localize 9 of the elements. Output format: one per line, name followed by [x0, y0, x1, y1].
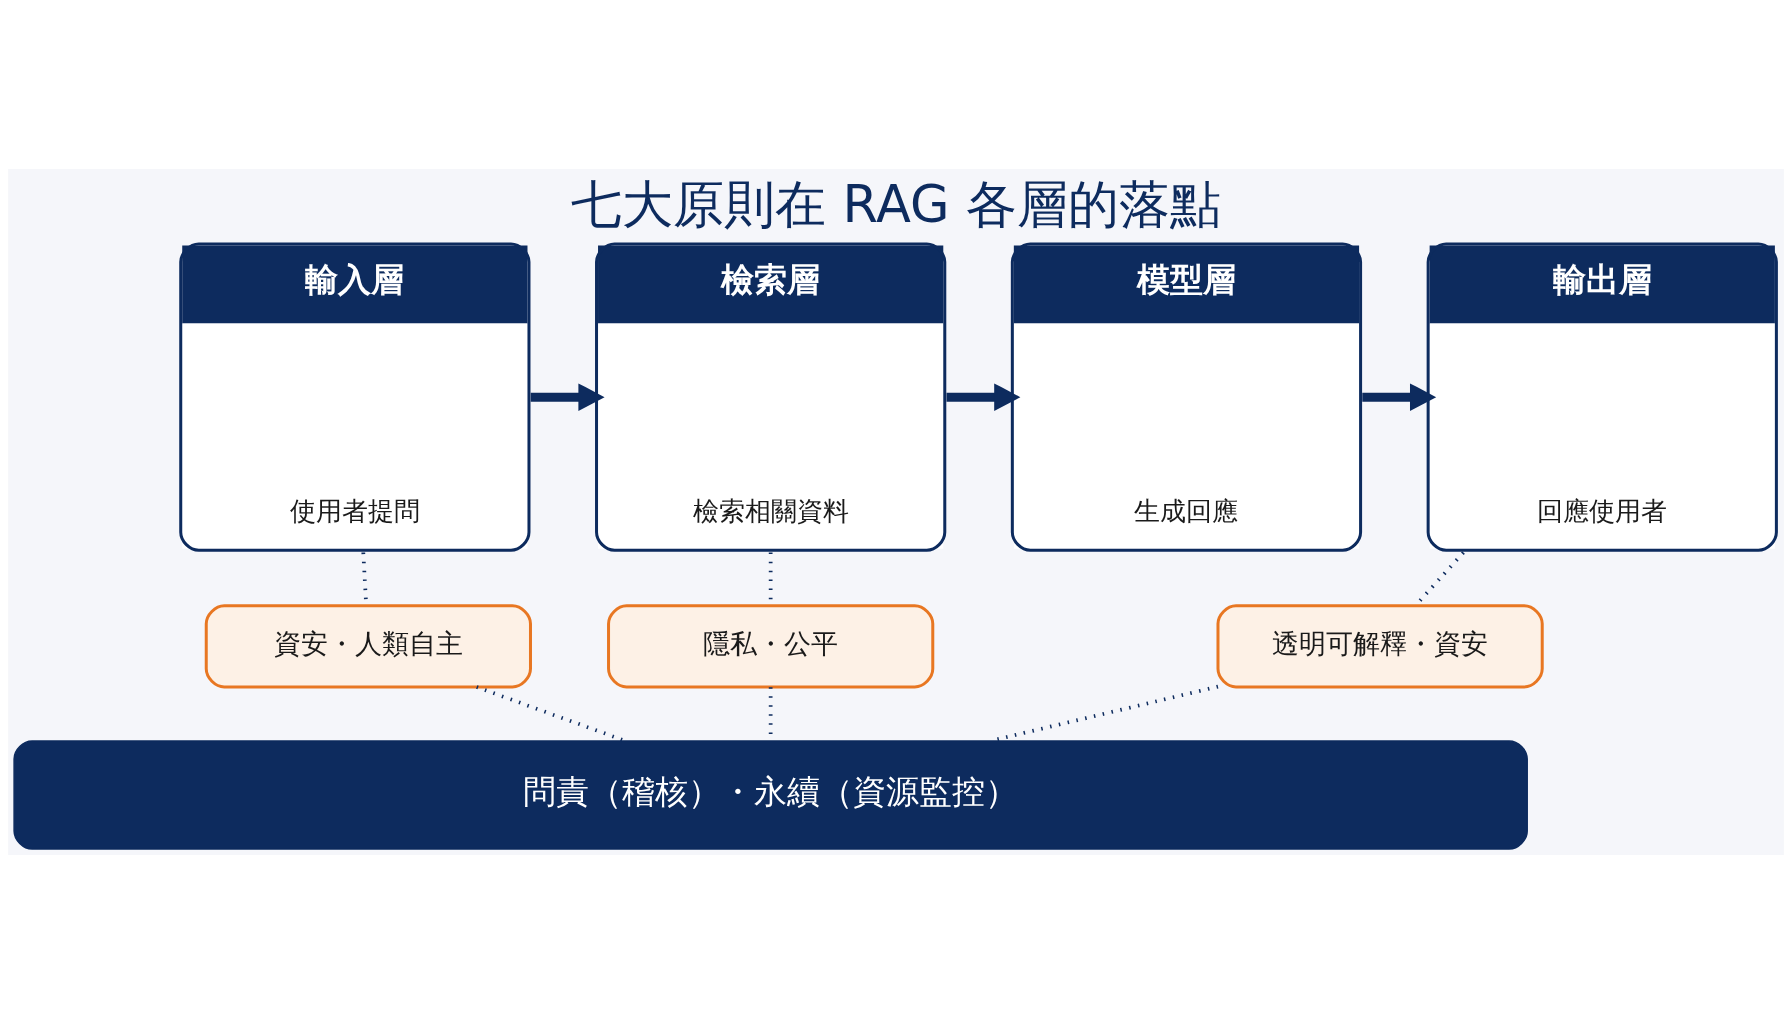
arrow	[946, 383, 1021, 411]
connector	[476, 685, 626, 743]
node-box: 隱私・公平	[607, 604, 935, 689]
node-box: 資安・人類自主	[204, 604, 532, 689]
arrow	[1362, 383, 1437, 411]
node-box: 問責（稽核）・永續（資源監控）	[13, 740, 1528, 850]
node-box: 透明可解釋・資安	[1216, 604, 1544, 689]
arrow	[530, 383, 605, 411]
diagram-title: 七大原則在 RAG 各層的落點	[571, 174, 1221, 234]
